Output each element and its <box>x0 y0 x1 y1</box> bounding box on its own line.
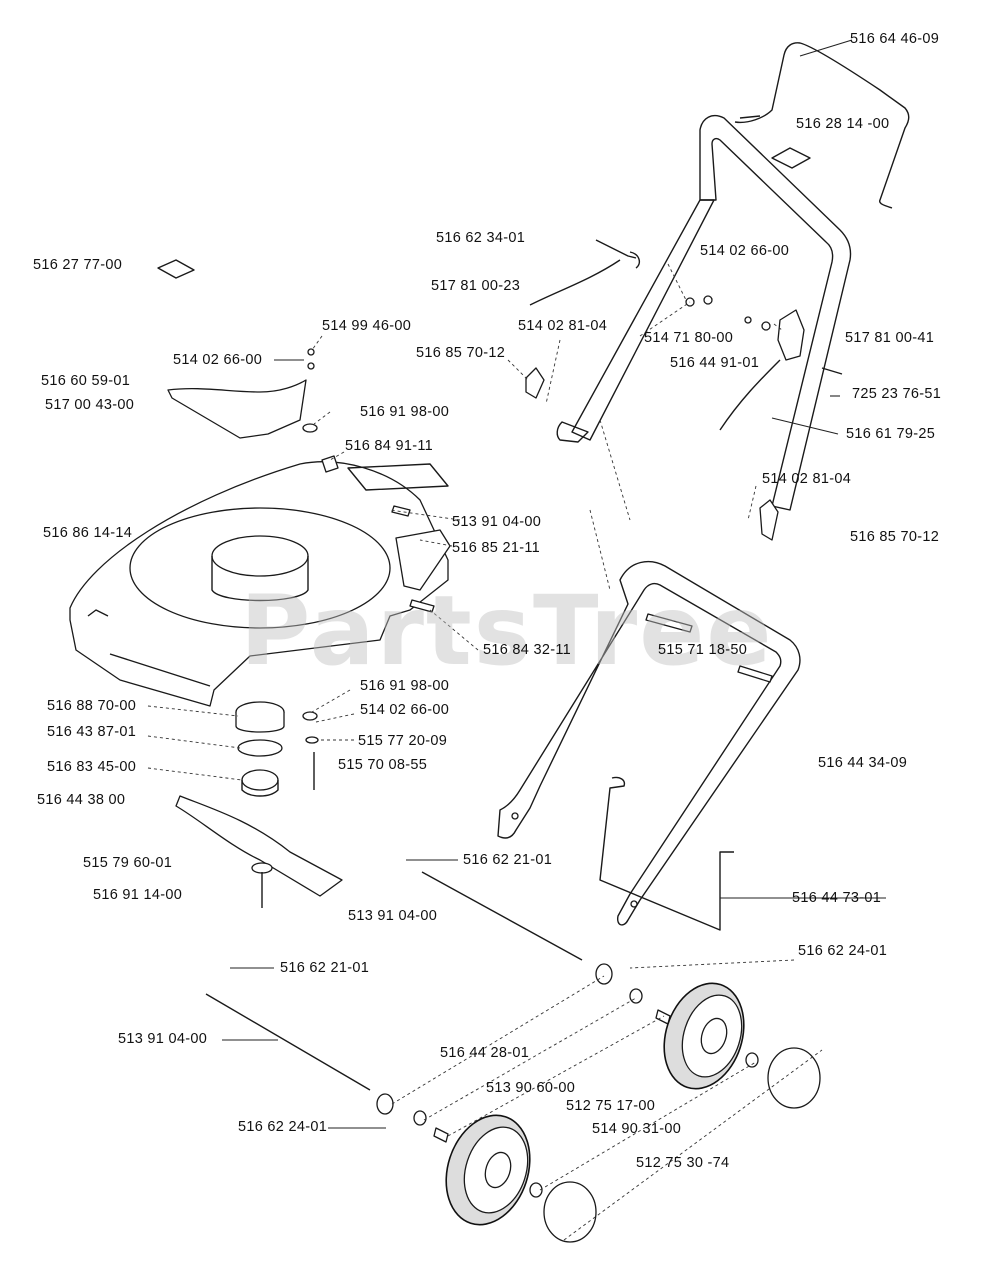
part-label: 514 02 66-00 <box>173 352 263 368</box>
part-label: 513 90 60-00 <box>486 1080 576 1096</box>
rear-wheel <box>663 982 745 1090</box>
part-label: 516 85 70-12 <box>850 529 940 545</box>
leader-lines <box>147 39 886 1241</box>
grass-collector <box>167 348 315 439</box>
part-label: 516 62 24-01 <box>798 943 888 959</box>
washer <box>305 736 319 744</box>
motor-stack <box>175 701 343 908</box>
part-label: 516 61 79-25 <box>846 426 936 442</box>
bushing <box>433 1127 449 1143</box>
part-label: 516 44 73-01 <box>792 890 882 906</box>
rear-axle <box>421 871 583 961</box>
bolt <box>645 613 693 633</box>
part-label: 516 44 38 00 <box>37 792 126 808</box>
part-label: 516 84 32-11 <box>483 642 571 658</box>
part-label: 516 84 91-11 <box>345 438 433 454</box>
hub-cap <box>767 1047 821 1109</box>
part-label: 516 28 14 -00 <box>796 116 890 132</box>
part-label: 516 86 14-14 <box>43 525 133 541</box>
clip <box>321 455 339 473</box>
part-label: 515 77 20-09 <box>358 733 448 749</box>
part-label: 516 62 21-01 <box>463 852 553 868</box>
part-label: 517 00 43-00 <box>45 397 135 413</box>
bolt <box>737 665 773 683</box>
part-label: 516 62 24-01 <box>238 1119 328 1135</box>
part-label: 516 83 45-00 <box>47 759 137 775</box>
bolt <box>409 599 435 613</box>
washer <box>745 1052 759 1068</box>
part-label: 516 62 34-01 <box>436 230 526 246</box>
part-label: 515 79 60-01 <box>83 855 173 871</box>
part-label: 516 85 70-12 <box>416 345 506 361</box>
part-label: 517 81 00-41 <box>845 330 935 346</box>
handle-knob <box>525 367 545 399</box>
part-label: 516 44 34-09 <box>818 755 908 771</box>
part-label: 512 75 17-00 <box>566 1098 656 1114</box>
decal-shape <box>347 463 449 491</box>
washer <box>529 1182 543 1198</box>
part-label: 514 02 66-00 <box>360 702 450 718</box>
upper-handle-bar <box>556 114 852 511</box>
washer <box>302 711 318 721</box>
part-label: 515 71 18-50 <box>658 642 748 658</box>
washer <box>595 963 613 985</box>
part-label: 725 23 76-51 <box>852 386 942 402</box>
part-label: 516 60 59-01 <box>41 373 131 389</box>
washer <box>413 1110 427 1126</box>
front-axle <box>205 993 371 1091</box>
part-label: 513 91 04-00 <box>118 1031 208 1047</box>
part-label: 514 71 80-00 <box>644 330 734 346</box>
part-label: 516 64 46-09 <box>850 31 940 47</box>
bail-bar <box>734 42 910 209</box>
part-label: 513 91 04-00 <box>452 514 542 530</box>
part-label: 516 91 14-00 <box>93 887 183 903</box>
washer <box>376 1093 394 1115</box>
part-label: 516 44 91-01 <box>670 355 760 371</box>
cable-parts <box>529 239 843 431</box>
part-label: 514 90 31-00 <box>592 1121 682 1137</box>
front-wheel <box>445 1114 531 1226</box>
decal-shape <box>771 147 811 169</box>
hub-cap <box>543 1181 597 1243</box>
part-label: 514 02 81-04 <box>762 471 852 487</box>
part-label: 516 85 21-11 <box>452 540 540 556</box>
part-label: 516 27 77-00 <box>33 257 123 273</box>
part-label: 512 75 30 -74 <box>636 1155 730 1171</box>
washer <box>302 423 318 433</box>
part-label: 516 43 87-01 <box>47 724 137 740</box>
handle-knob <box>759 499 779 541</box>
mower-deck <box>69 461 451 707</box>
part-label: 516 88 70-00 <box>47 698 137 714</box>
part-label: 514 02 66-00 <box>700 243 790 259</box>
part-label: 514 02 81-04 <box>518 318 608 334</box>
part-label: 514 99 46-00 <box>322 318 412 334</box>
part-label: 517 81 00-23 <box>431 278 521 294</box>
part-label: 516 44 28-01 <box>440 1045 530 1061</box>
washer <box>629 988 643 1004</box>
decal-shape <box>157 259 195 279</box>
lower-handle-bar <box>497 560 801 931</box>
part-label: 516 91 98-00 <box>360 404 450 420</box>
watermark: PartsTree <box>240 575 774 687</box>
part-label: 515 70 08-55 <box>338 757 428 773</box>
bolt <box>391 505 411 517</box>
part-label: 516 91 98-00 <box>360 678 450 694</box>
part-label: 516 62 21-01 <box>280 960 370 976</box>
part-label: 513 91 04-00 <box>348 908 438 924</box>
